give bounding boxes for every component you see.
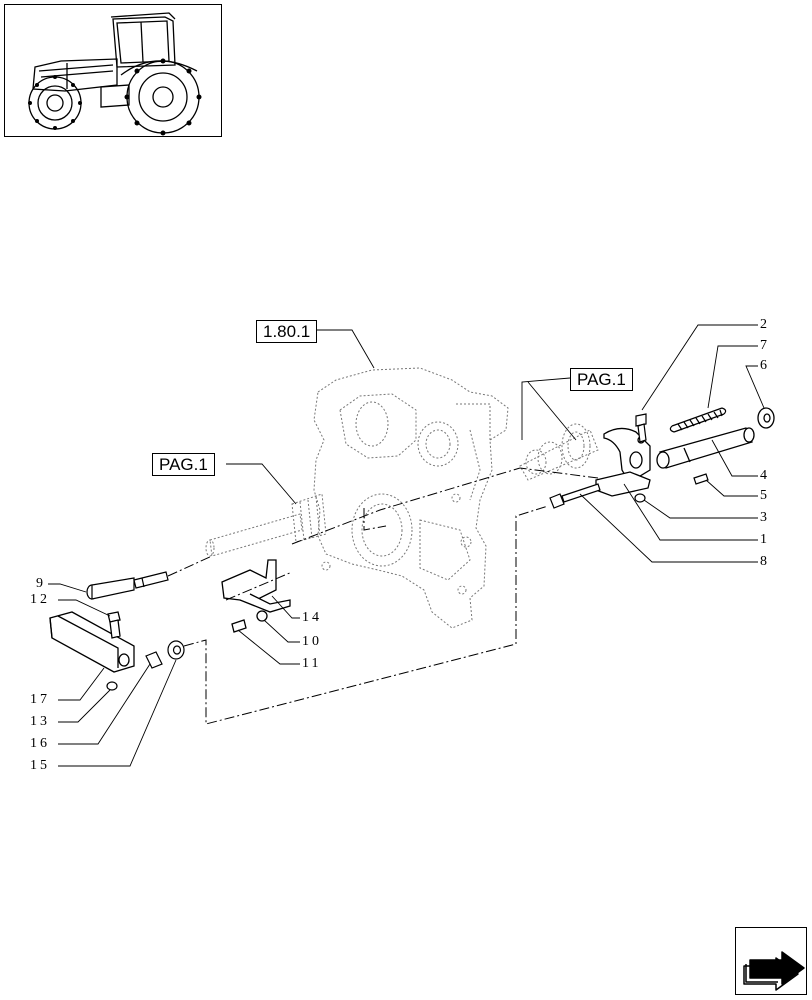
gear-set-outline [519, 423, 599, 481]
bracket [221, 559, 291, 633]
part-number-4: 4 [760, 468, 770, 483]
bolt [549, 483, 601, 509]
tractor-thumbnail [4, 4, 222, 137]
part-number-1: 1 [760, 532, 770, 547]
pin [693, 473, 709, 485]
nut [634, 493, 646, 503]
page-reference-callout-left[interactable]: PAG.1 [152, 453, 215, 476]
next-page-button[interactable] [735, 927, 807, 995]
part-number-2: 2 [760, 317, 770, 332]
section-reference-callout[interactable]: 1.80.1 [256, 320, 318, 343]
washer [757, 407, 775, 429]
tractor-thumbnail-icon [28, 12, 202, 136]
next-page-arrow-icon [743, 951, 805, 991]
part-number-15: 15 [30, 758, 50, 773]
part-number-5: 5 [760, 488, 770, 503]
part-number-17: 17 [30, 692, 50, 707]
assembly-lines [167, 467, 599, 725]
part-number-13: 13 [30, 714, 50, 729]
part-number-16: 16 [30, 736, 50, 751]
part-number-3: 3 [760, 510, 770, 525]
shaft-pin [86, 571, 169, 600]
part-number-10: 10 [302, 634, 322, 649]
shift-rod [656, 427, 755, 469]
part-number-6: 6 [760, 358, 770, 373]
leader-lines [48, 324, 765, 767]
part-number-14: 14 [302, 610, 322, 625]
part-number-11: 11 [302, 656, 322, 671]
input-shaft-outline [205, 493, 327, 557]
part-number-8: 8 [760, 554, 770, 569]
bushing [145, 640, 185, 669]
lever-block [49, 611, 135, 673]
page-reference-callout-top[interactable]: PAG.1 [570, 368, 633, 391]
gearbox-housing-outline [313, 367, 509, 629]
part-number-9: 9 [36, 576, 46, 591]
part-number-7: 7 [760, 338, 770, 353]
spring [669, 407, 727, 433]
part-number-12: 12 [30, 592, 50, 607]
screw-top [635, 413, 647, 443]
lever-nut [106, 681, 118, 691]
